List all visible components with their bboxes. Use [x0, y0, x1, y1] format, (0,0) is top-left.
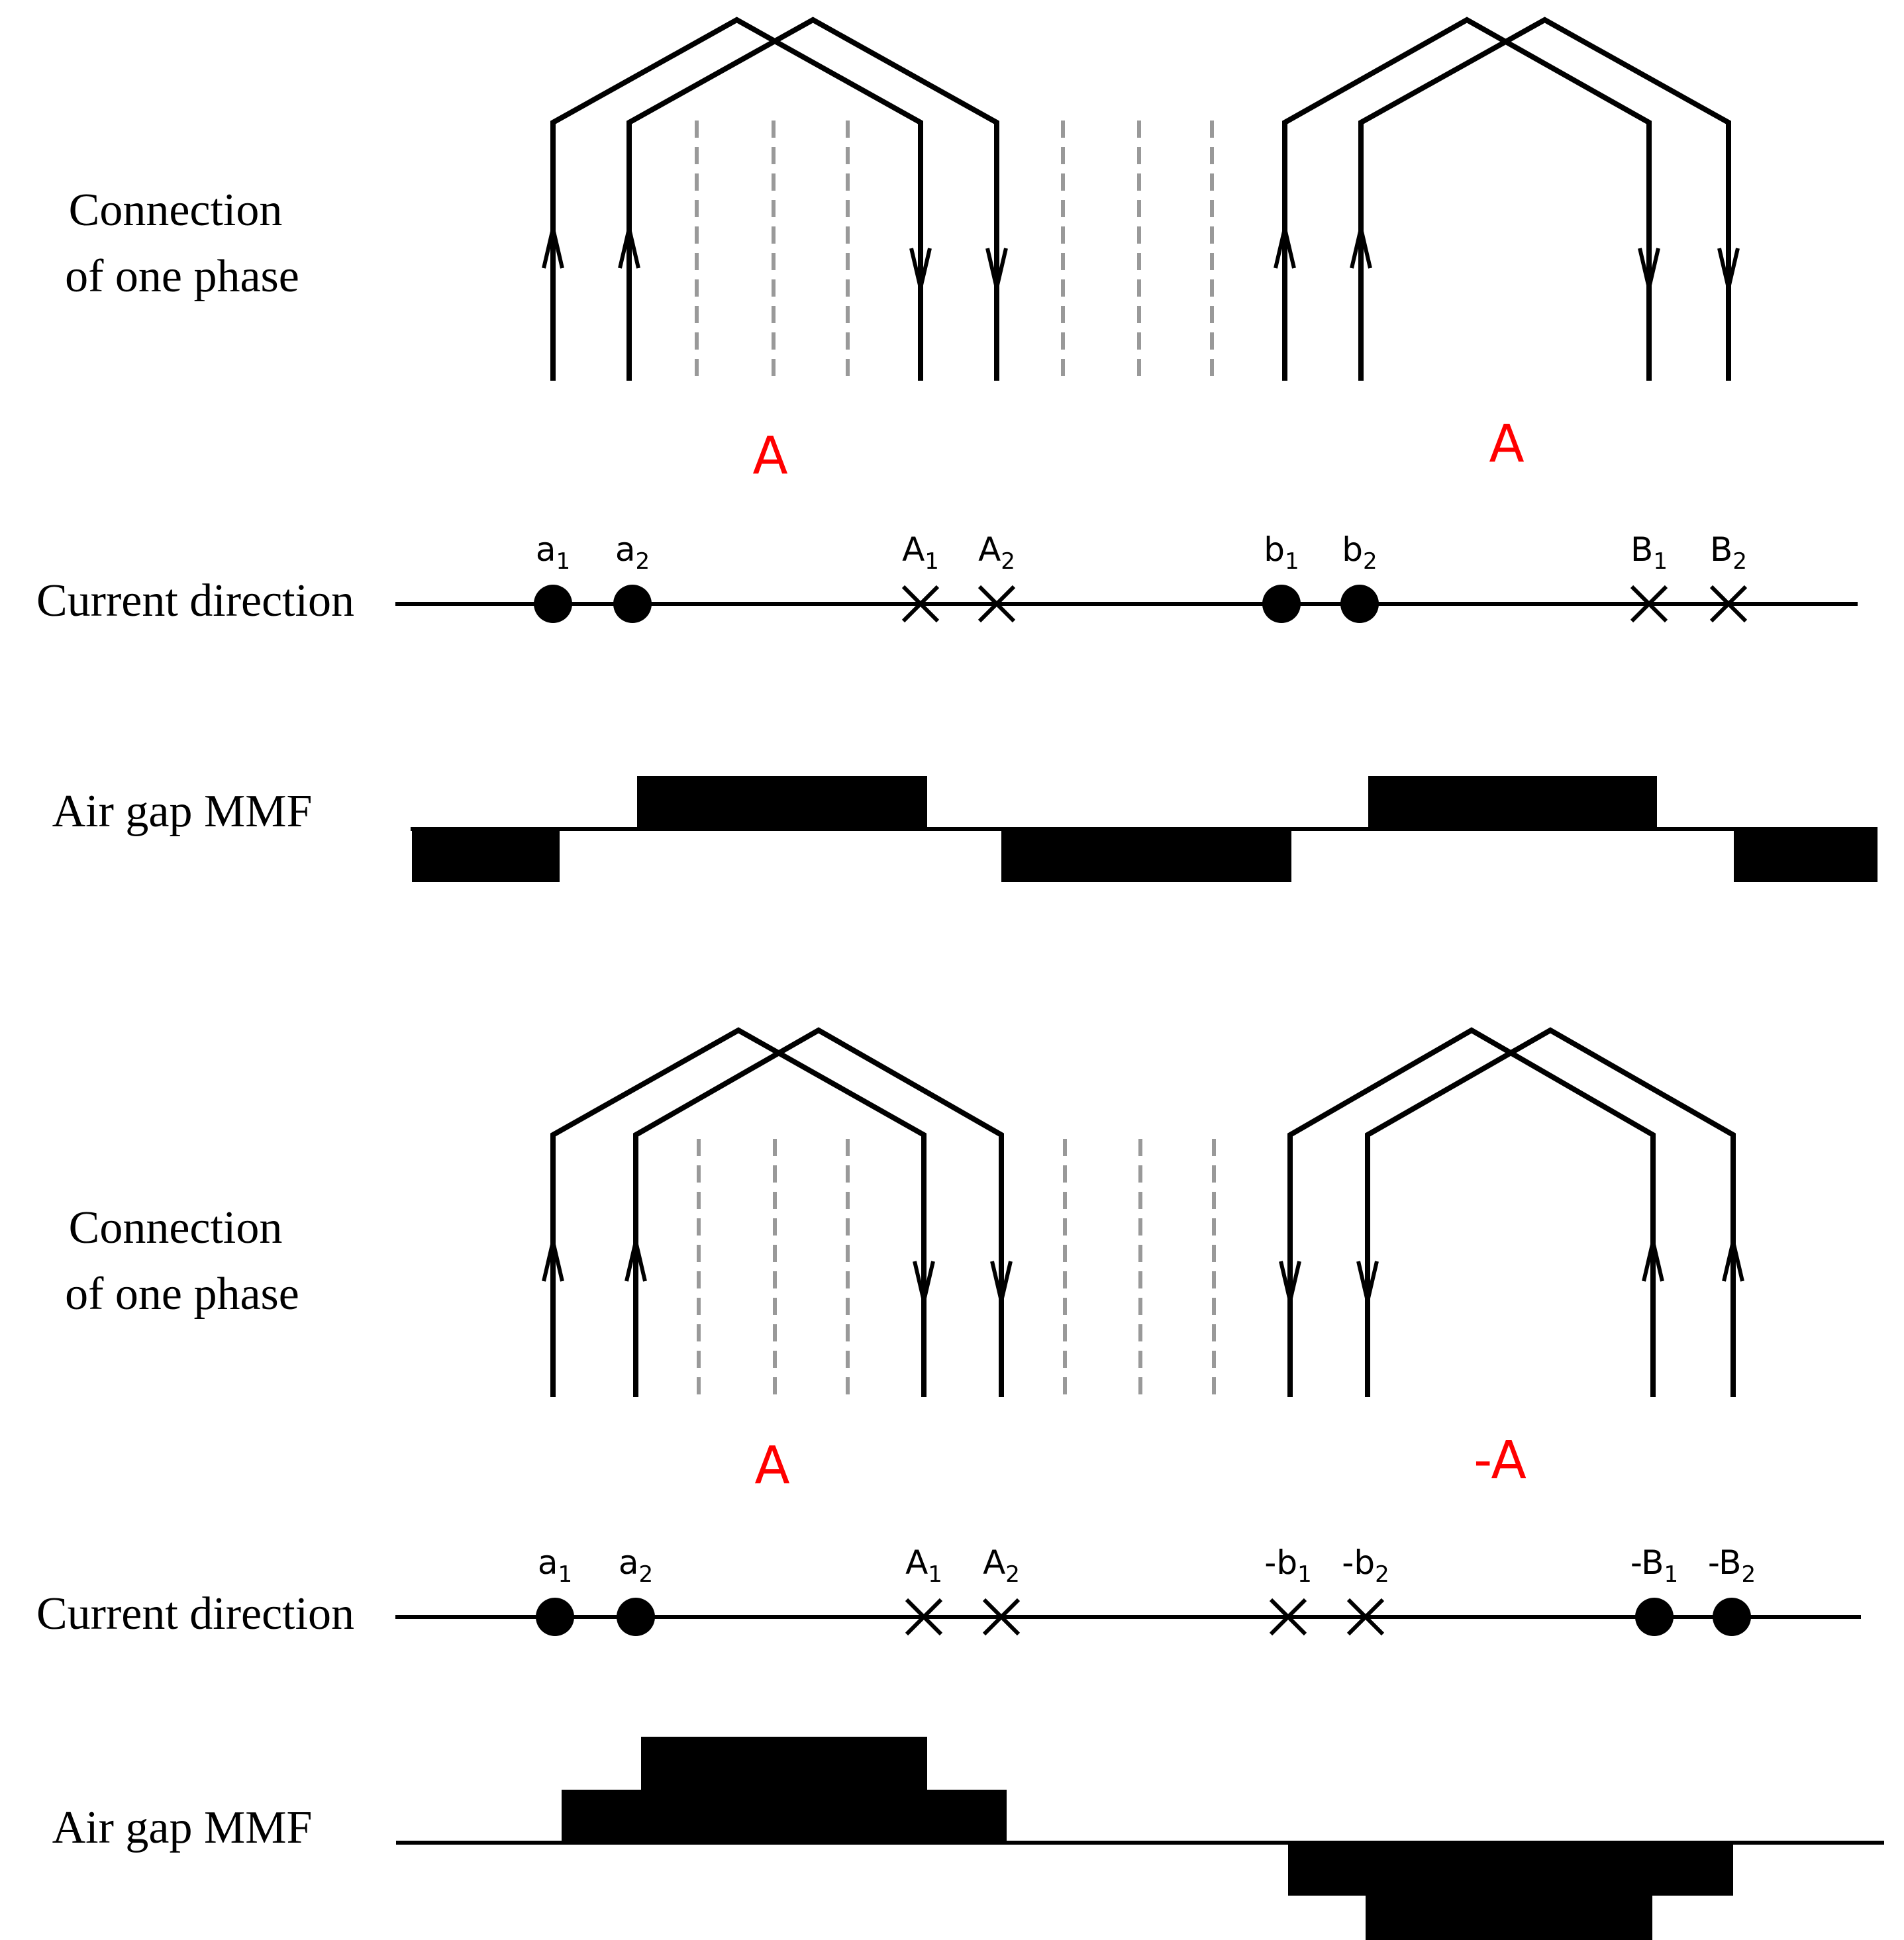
coil-arrow-icon	[1717, 248, 1740, 289]
coil-conductor	[626, 17, 999, 381]
conductor-markers: a1 a2 A1 A2 -b1 -b2 -B1 -B2	[536, 1543, 1756, 1636]
mmf-step	[1734, 829, 1878, 882]
conductor-label: B2	[1710, 530, 1747, 575]
coil-arrow-icon	[1722, 1241, 1744, 1282]
coil-arrow-icon	[1642, 1241, 1664, 1282]
mmf-waveform	[396, 1737, 1884, 1940]
coil-conductor	[1287, 1027, 1656, 1397]
current-out-dot-icon	[534, 585, 572, 623]
mmf-step	[1288, 1843, 1366, 1896]
current-out-dot-icon	[613, 585, 652, 623]
mmf-step	[562, 1790, 641, 1843]
mmf-step	[1366, 1843, 1652, 1940]
connection-title-line1: Connection	[69, 1202, 283, 1253]
current-in-cross-icon	[1346, 1598, 1385, 1636]
group-label-1: A	[754, 1436, 789, 1496]
current-out-dot-icon	[1713, 1598, 1751, 1636]
conductor-label: -b1	[1264, 1543, 1311, 1588]
conductor-label: b2	[1342, 530, 1377, 575]
conductor-label: B1	[1630, 530, 1668, 575]
coil-arrow-icon	[625, 1241, 647, 1282]
current-direction-title: Current direction	[36, 575, 354, 626]
current-out-dot-icon	[536, 1598, 574, 1636]
current-in-cross-icon	[1630, 585, 1668, 623]
coil-arrow-icon	[618, 228, 640, 269]
coil-arrow-icon	[985, 248, 1008, 289]
coil-arrow-icon	[990, 1261, 1013, 1302]
coil-arrow-icon	[1274, 228, 1296, 269]
conductor-label: -B1	[1630, 1543, 1678, 1588]
coil-conductor	[633, 1027, 1004, 1397]
connection-title-line2: of one phase	[65, 1269, 299, 1320]
coil-conductor	[1365, 1027, 1736, 1397]
mmf-step	[1001, 829, 1291, 882]
conductor-label: A1	[902, 530, 939, 575]
conductor-label: b1	[1264, 530, 1299, 575]
group-label-1: A	[752, 426, 787, 486]
coil-conductor	[1358, 17, 1731, 381]
current-in-cross-icon	[901, 585, 940, 623]
panel-2: Connection of one phase A -A Current dir…	[36, 1027, 1884, 1940]
mmf-step	[1368, 776, 1657, 829]
mmf-title: Air gap MMF	[52, 1802, 313, 1853]
mmf-step	[412, 829, 560, 882]
coil-conductor	[1282, 17, 1652, 381]
coil-arrow-icon	[542, 228, 564, 269]
coil-arrow-icon	[1638, 248, 1660, 289]
coil-diagram	[542, 17, 1740, 381]
coil-arrow-icon	[542, 1241, 564, 1282]
current-direction-title: Current direction	[36, 1588, 354, 1639]
current-in-cross-icon	[1269, 1598, 1307, 1636]
current-out-dot-icon	[1262, 585, 1301, 623]
current-in-cross-icon	[982, 1598, 1021, 1636]
current-out-dot-icon	[1635, 1598, 1674, 1636]
mmf-step	[1652, 1843, 1733, 1896]
coil-arrow-icon	[1350, 228, 1372, 269]
conductor-label: a1	[536, 530, 570, 575]
group-label-2: A	[1489, 414, 1524, 474]
mmf-title: Air gap MMF	[52, 786, 313, 837]
group-label-2: -A	[1474, 1431, 1527, 1490]
conductor-label: a1	[538, 1543, 572, 1588]
connection-title-line2: of one phase	[65, 251, 299, 302]
panel-1: Connection of one phase A A Current dire…	[36, 17, 1878, 882]
conductor-label: A2	[978, 530, 1015, 575]
conductor-label: a2	[619, 1543, 653, 1588]
coil-diagram	[542, 1027, 1744, 1397]
conductor-label: A2	[983, 1543, 1020, 1588]
coil-conductor	[550, 1027, 927, 1397]
current-in-cross-icon	[905, 1598, 943, 1636]
conductor-markers: a1 a2 A1 A2 b1 b2 B1 B2	[534, 530, 1748, 623]
conductor-label: a2	[615, 530, 650, 575]
current-out-dot-icon	[1340, 585, 1379, 623]
current-out-dot-icon	[617, 1598, 655, 1636]
connection-title-line1: Connection	[69, 185, 283, 236]
mmf-step	[927, 1790, 1007, 1843]
coil-arrow-icon	[913, 1261, 935, 1302]
mmf-step	[637, 776, 927, 829]
conductor-label: -b2	[1342, 1543, 1389, 1588]
coil-conductor	[550, 17, 923, 381]
coil-arrow-icon	[1279, 1261, 1301, 1302]
current-in-cross-icon	[977, 585, 1016, 623]
conductor-label: -B2	[1708, 1543, 1756, 1588]
mmf-waveform	[411, 776, 1878, 882]
conductor-label: A1	[905, 1543, 942, 1588]
mmf-step	[641, 1737, 927, 1843]
coil-arrow-icon	[909, 248, 932, 289]
coil-arrow-icon	[1356, 1261, 1379, 1302]
current-in-cross-icon	[1709, 585, 1748, 623]
